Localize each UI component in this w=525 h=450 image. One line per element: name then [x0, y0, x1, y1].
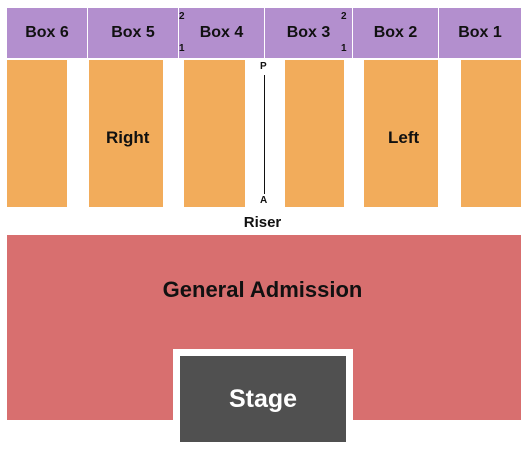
- aisle-bottom-letter: A: [260, 195, 268, 206]
- right-block-3[interactable]: [184, 60, 245, 207]
- box-2-label: Box 2: [373, 24, 418, 41]
- riser-label: Riser: [243, 214, 282, 231]
- box-3-label: Box 3: [286, 24, 331, 41]
- right-section-label: Right: [106, 128, 150, 147]
- aisle-line: [264, 75, 265, 194]
- box-1[interactable]: Box 1: [439, 8, 521, 58]
- general-admission-label: General Admission: [162, 277, 363, 302]
- box-6-label: Box 6: [25, 24, 69, 41]
- box-3[interactable]: Box 3: [265, 8, 352, 58]
- aisle-top-letter: P: [260, 61, 267, 72]
- box-4-row-2-mark: 2: [179, 11, 185, 22]
- box-6[interactable]: Box 6: [7, 8, 87, 58]
- box-4-label: Box 4: [199, 24, 244, 41]
- right-block-1[interactable]: [7, 60, 67, 207]
- stage: Stage: [180, 356, 346, 442]
- box-1-label: Box 1: [458, 24, 502, 41]
- box-4-row-1-mark: 1: [179, 43, 185, 54]
- left-section-label: Left: [388, 128, 420, 147]
- stage-label: Stage: [228, 384, 298, 413]
- box-2[interactable]: Box 2: [353, 8, 438, 58]
- left-block-1[interactable]: [285, 60, 344, 207]
- box-3-row-1-mark: 1: [341, 43, 347, 54]
- left-block-3[interactable]: [461, 60, 521, 207]
- right-block-2[interactable]: [89, 60, 163, 207]
- box-3-row-2-mark: 2: [341, 11, 347, 22]
- box-4[interactable]: Box 4: [179, 8, 264, 58]
- box-5[interactable]: Box 5: [88, 8, 178, 58]
- left-block-2[interactable]: [364, 60, 438, 207]
- box-5-label: Box 5: [111, 24, 155, 41]
